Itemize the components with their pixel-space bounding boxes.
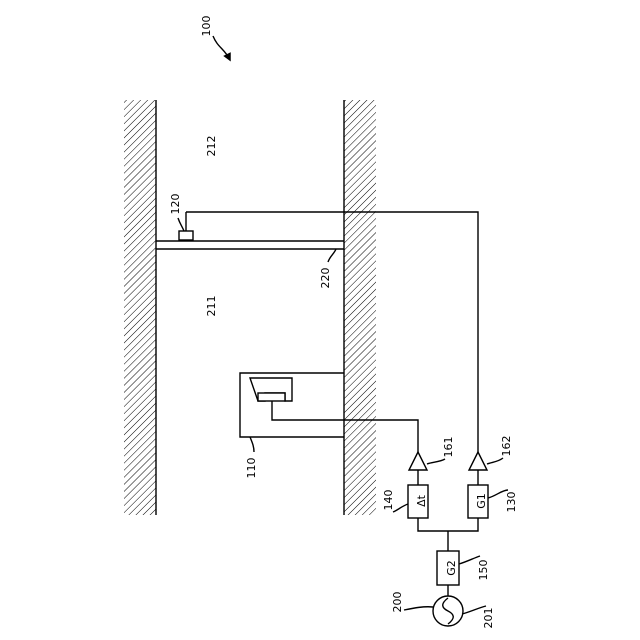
ref-sensor: 120: [169, 194, 182, 215]
sensor-wire: [186, 212, 478, 452]
gain1-block: G1: [468, 485, 488, 518]
ref-main-leader: [213, 36, 230, 60]
right-wall: [344, 100, 376, 515]
ref-delay-block: 140: [382, 490, 395, 511]
amplifier-gain-path: [469, 452, 487, 470]
ref-amp-gain: 162: [500, 436, 513, 457]
ref-upper-region: 212: [205, 136, 218, 157]
ref-speaker: 110: [245, 458, 258, 479]
signal-source: [433, 596, 463, 626]
left-wall: [124, 100, 156, 515]
ref-gain1-block: 130: [505, 492, 518, 513]
svg-text:G2: G2: [445, 560, 458, 576]
ref-barrier: 220: [319, 268, 332, 289]
ref-lower-region: 211: [205, 296, 218, 317]
svg-text:Δt: Δt: [415, 494, 428, 507]
block-bus-wire: [418, 518, 478, 551]
svg-text:G1: G1: [475, 493, 488, 509]
ref-amp-delay: 161: [442, 437, 455, 458]
ref-main: 100: [200, 16, 213, 37]
amplifier-delay-path: [409, 452, 427, 470]
delay-block: Δt: [408, 485, 428, 518]
ref-gain2-block: 150: [477, 560, 490, 581]
barrier-plate: [156, 241, 344, 249]
ref-source-out: 201: [482, 608, 495, 629]
ref-source: 200: [391, 592, 404, 613]
gain2-block: G2: [437, 551, 459, 585]
speaker-icon: [250, 378, 292, 401]
